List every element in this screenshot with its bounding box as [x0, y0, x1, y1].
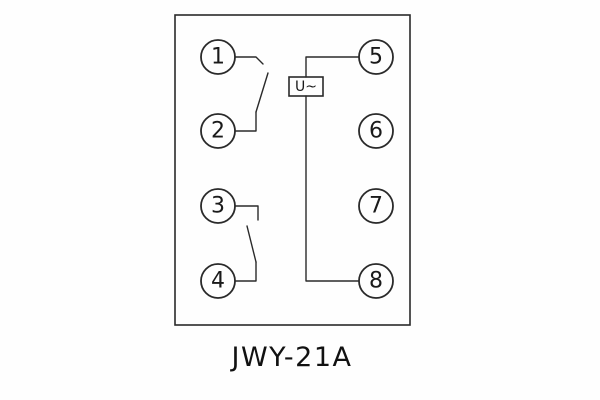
terminal-4 — [200, 263, 236, 299]
wire-terminal4 — [234, 261, 257, 282]
terminal-6 — [358, 113, 394, 149]
voltage-source-label: U~ — [295, 79, 317, 95]
terminal-7-label: 7 — [369, 194, 383, 219]
terminal-5 — [358, 39, 394, 75]
terminal-2 — [200, 113, 236, 149]
terminal-6-label: 6 — [369, 119, 383, 144]
terminal-3 — [200, 188, 236, 224]
wire-terminal1-fixed-contact — [234, 56, 264, 65]
terminal-3-label: 3 — [211, 194, 225, 219]
model-label: JWY-21A — [229, 342, 352, 373]
terminal-8 — [358, 263, 394, 299]
terminal-5-label: 5 — [369, 45, 383, 70]
terminal-4-label: 4 — [211, 269, 225, 294]
terminal-1-label: 1 — [211, 45, 225, 70]
relay-outline — [174, 14, 411, 326]
voltage-source-box — [288, 76, 324, 97]
wire-terminal2 — [234, 111, 257, 132]
contact-blade-1-2 — [255, 72, 269, 113]
terminal-7 — [358, 188, 394, 224]
terminal-1 — [200, 39, 236, 75]
wire-terminal5 — [305, 56, 360, 78]
terminal-8-label: 8 — [369, 269, 383, 294]
contact-blade-3-4 — [246, 225, 257, 263]
wire-terminal3-fixed-contact — [234, 205, 259, 221]
wire-terminal8 — [305, 95, 360, 282]
terminal-2-label: 2 — [211, 119, 225, 144]
